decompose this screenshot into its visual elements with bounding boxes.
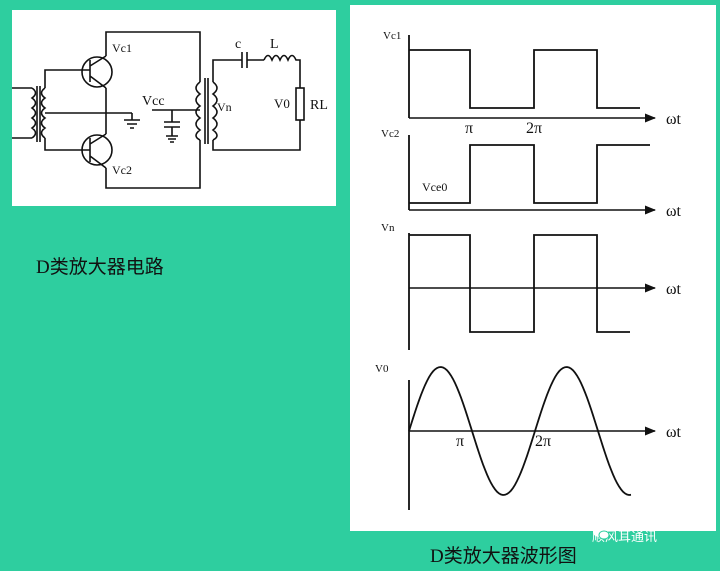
circuit-diagram-panel: Vc1 Vc2 Vcc Vn c L V0 RL [12,10,336,206]
vce0-annotation: Vce0 [422,180,447,194]
vcc-label: Vcc [142,94,165,109]
vn-axis-label: Vn [381,222,395,234]
input-leads [12,87,32,139]
v0-wt-label: ωt [666,424,682,441]
l-label: L [270,37,279,52]
vc2-wt-label: ωt [666,203,682,220]
collector-2-wire [105,140,201,189]
input-secondary-wires [44,69,132,151]
transistor-2-leads [80,133,107,169]
rl-label: RL [310,98,328,113]
v0-axis-label: V0 [375,363,389,375]
vn-waveform [409,234,630,333]
waveform-panel: Vc1 ωt π 2π Vc2 Vce0 ωt Vn ωt V0 ωt π 2π [350,5,716,531]
chat-bubble-icon [593,527,610,540]
inductor [263,54,301,88]
vc1-waveform [409,49,640,109]
series-capacitor [234,52,264,68]
ground-symbol-1 [124,113,140,129]
v0-label: V0 [274,96,290,111]
vc2-waveform [409,144,650,204]
vc1-axis-label: Vc1 [383,30,401,42]
vc2-label: Vc2 [112,163,132,177]
circuit-caption: D类放大器电路 [36,257,164,278]
output-primary-coil [195,81,202,141]
waveform-caption: D类放大器波形图 [430,546,577,567]
output-secondary-coil [211,81,218,141]
vn-wt-label: ωt [666,281,682,298]
transistor-1 [81,56,113,88]
vc1-wt-label: ωt [666,111,682,128]
vn-label: Vn [217,100,232,114]
output-wires [212,59,301,151]
pi-tick-label-1: π [465,120,473,137]
vc2-axis-label: Vc2 [381,128,399,140]
pi-tick-label-2: π [456,433,464,450]
bypass-capacitor [164,110,180,143]
input-primary-coil [30,87,37,139]
circuit-diagram: Vc1 Vc2 Vcc Vn c L V0 RL [12,31,328,189]
two-pi-tick-label-2: 2π [535,433,551,450]
waveform-chart: Vc1 ωt π 2π Vc2 Vce0 ωt Vn ωt V0 ωt π 2π [375,30,682,510]
vc1-label: Vc1 [112,41,132,55]
watermark: 顺风耳通讯 [592,526,657,545]
transistor-1-leads [80,55,107,89]
two-pi-tick-label-1: 2π [526,120,542,137]
collector-1-wire [105,31,201,82]
load-resistor [295,87,305,121]
c-label: c [235,37,241,52]
v0-sine-waveform [408,366,632,496]
input-secondary-coil [40,87,47,139]
